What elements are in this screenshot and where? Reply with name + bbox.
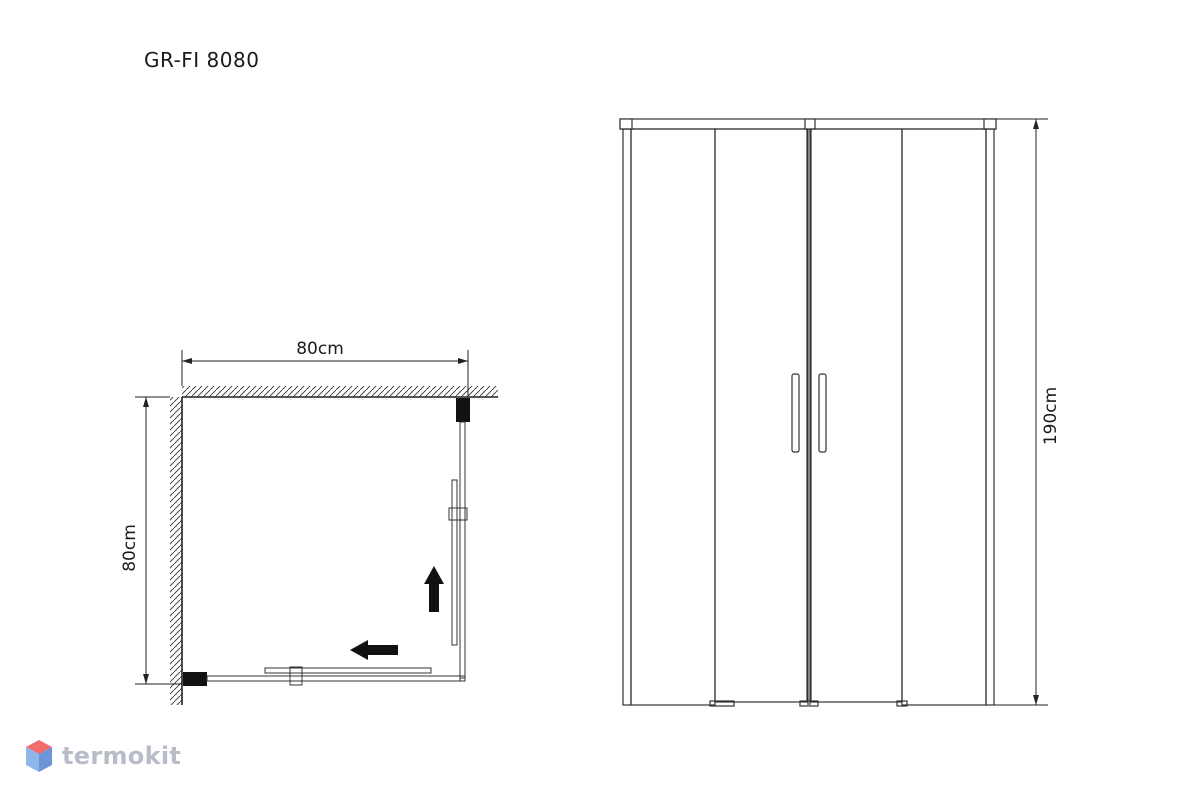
right-side-panels (448, 421, 468, 679)
width-label: 80cm (296, 339, 344, 359)
height-label: 190cm (1041, 387, 1061, 445)
logo-text: termokit (62, 742, 182, 770)
right-handle (818, 373, 827, 453)
height-dimension: 190cm (994, 118, 1061, 706)
left-wall-hatch (170, 397, 182, 705)
plan-view: 80cm 80cm (120, 339, 498, 705)
top-wall-hatch (182, 386, 498, 397)
depth-label: 80cm (120, 524, 140, 572)
depth-dimension: 80cm (120, 396, 182, 685)
width-dimension: 80cm (181, 339, 469, 397)
left-profile (622, 128, 632, 706)
right-wall-profile (456, 398, 470, 422)
left-handle (791, 373, 800, 453)
hexagon-cube-icon (26, 740, 52, 772)
left-fixed-panel (630, 128, 716, 706)
model-title: GR-FI 8080 (144, 48, 260, 72)
right-sliding-door (810, 128, 903, 703)
left-wall-profile (183, 672, 207, 686)
termokit-logo: termokit (24, 736, 181, 776)
front-view (619, 118, 997, 707)
arrow-up-icon (424, 566, 444, 612)
right-fixed-panel (901, 128, 987, 706)
front-panels (206, 666, 466, 686)
arrow-left-icon (350, 640, 398, 660)
right-profile (985, 128, 995, 706)
left-sliding-door (714, 128, 808, 703)
